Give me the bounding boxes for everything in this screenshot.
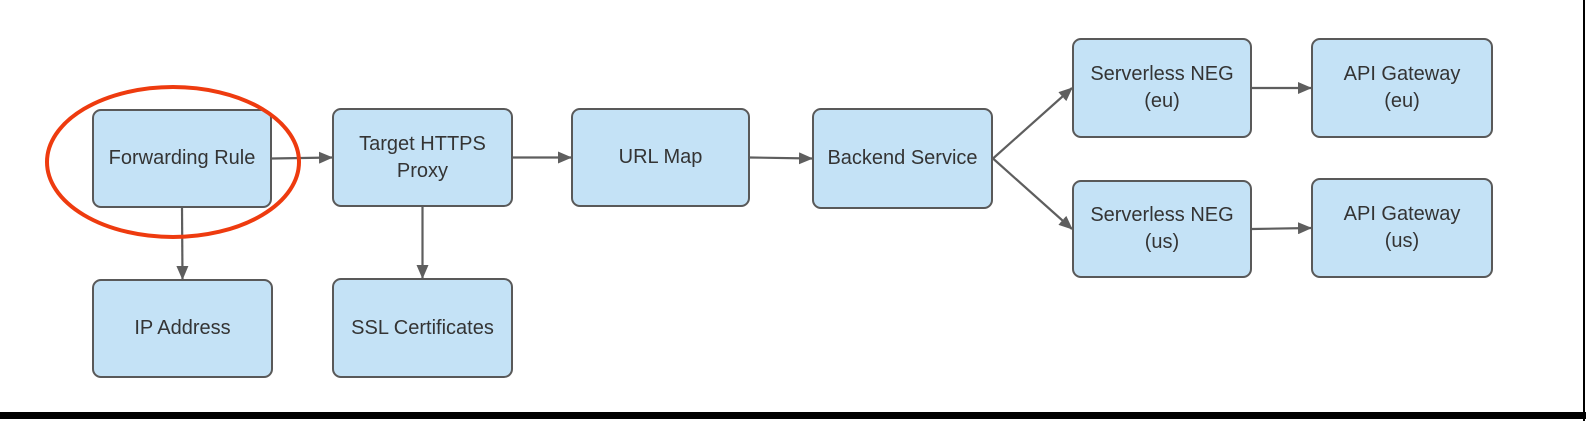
window-border-bottom <box>0 412 1586 419</box>
node-label: Target HTTPS Proxy <box>359 132 486 182</box>
edge-forwarding-rule-to-ip-address <box>176 207 189 280</box>
edge-backend-service-to-serverless-neg-us <box>992 157 1073 230</box>
node-ssl-certificates: SSL Certificates <box>332 278 513 378</box>
edge-serverless-neg-us-to-api-gateway-us <box>1251 222 1312 235</box>
node-label: Backend Service <box>827 147 978 170</box>
node-label: SSL Certificates <box>351 316 494 339</box>
window-border-right <box>1583 0 1585 421</box>
node-label: Serverless NEG (us) <box>1090 204 1234 253</box>
node-url-map: URL Map <box>571 108 750 207</box>
node-label: URL Map <box>618 146 703 169</box>
node-label: IP Address <box>134 317 231 340</box>
node-ip-address: IP Address <box>92 279 273 378</box>
node-forwarding-rule: Forwarding Rule <box>92 109 272 208</box>
edge-forwarding-rule-to-target-https-proxy <box>271 151 333 164</box>
node-label: Forwarding Rule <box>108 147 256 170</box>
node-label: Serverless NEG (eu) <box>1090 63 1234 112</box>
node-label: API Gateway (eu) <box>1343 63 1461 112</box>
node-backend-service: Backend Service <box>812 108 993 209</box>
edge-backend-service-to-serverless-neg-eu <box>992 87 1073 160</box>
node-target-https-proxy: Target HTTPS Proxy <box>332 108 513 207</box>
node-serverless-neg-eu: Serverless NEG (eu) <box>1072 38 1252 138</box>
node-api-gateway-us: API Gateway (us) <box>1311 178 1493 278</box>
edge-url-map-to-backend-service <box>749 152 813 165</box>
node-label: API Gateway (us) <box>1343 203 1461 252</box>
node-serverless-neg-us: Serverless NEG (us) <box>1072 180 1252 278</box>
node-api-gateway-eu: API Gateway (eu) <box>1311 38 1493 138</box>
